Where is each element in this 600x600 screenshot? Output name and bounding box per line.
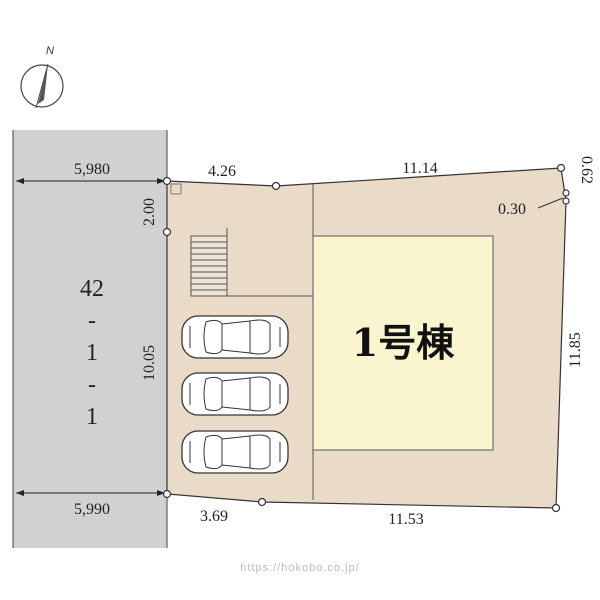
leader-line [537, 197, 564, 209]
svg-text:5,980: 5,980 [74, 161, 110, 178]
compass-needle-icon [38, 64, 48, 104]
boundary-markers [162, 163, 570, 513]
north-label: N [46, 45, 54, 57]
dim-corner-a: 0.62 [578, 156, 595, 184]
svg-text:-: - [88, 308, 96, 334]
car-icon [181, 372, 289, 416]
dim-left-long: 10.05 [141, 345, 158, 381]
svg-text:42: 42 [80, 276, 104, 302]
north-compass: N [20, 45, 64, 109]
dim-bottom-right: 11.53 [388, 511, 423, 528]
building-1 [312, 235, 494, 451]
car-icon [181, 315, 289, 359]
dim-left-short: 2.00 [141, 198, 158, 226]
dim-top-left: 4.26 [208, 163, 236, 180]
svg-text:5,990: 5,990 [74, 501, 110, 518]
dim-corner-b: 0.30 [498, 201, 526, 218]
svg-text:-: - [88, 372, 96, 398]
dim-bottom-left: 3.69 [200, 508, 228, 525]
svg-text:1: 1 [86, 340, 98, 366]
road-width-bottom: 5,990 [16, 490, 165, 518]
watermark-url: https://hokobo.co.jp/ [240, 562, 359, 574]
svg-text:1: 1 [86, 404, 98, 430]
car-icon [181, 430, 289, 474]
dim-top-right: 11.14 [402, 160, 437, 177]
road-area [13, 130, 167, 548]
road-number: 42 - 1 - 1 [80, 276, 104, 430]
stairs [190, 235, 228, 297]
dim-right-side: 11.85 [567, 332, 584, 367]
road-width-top: 5,980 [16, 161, 165, 184]
building-label: 1号棟 [352, 320, 455, 365]
